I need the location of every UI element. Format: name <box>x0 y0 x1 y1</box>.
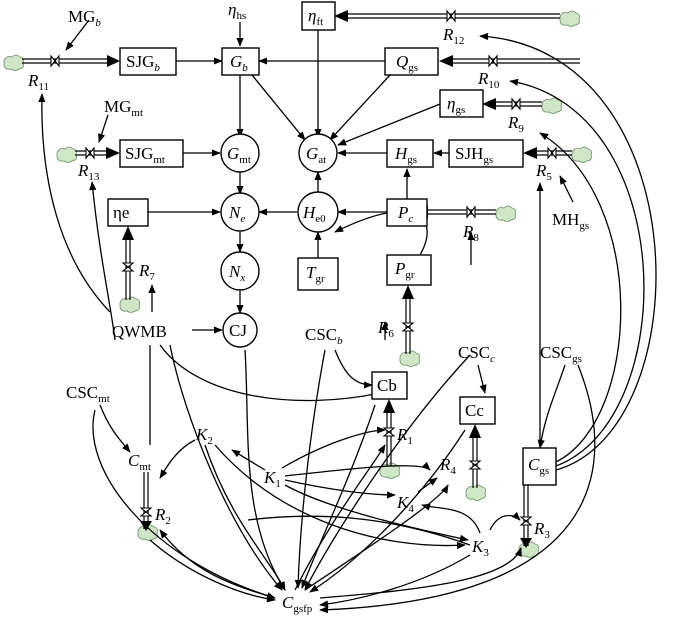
valve-icon <box>401 322 415 332</box>
label-eta-gs: ηgs <box>447 94 465 116</box>
label-nx: Nx <box>228 262 245 284</box>
valve-icon <box>488 54 498 68</box>
label-eta-ft: ηft <box>308 6 323 28</box>
valve-icon <box>511 97 521 111</box>
valve-icon <box>121 262 135 272</box>
label-cb: Cb <box>377 376 397 395</box>
box-eta-gs <box>439 89 484 118</box>
label-gat: Gat <box>306 144 326 166</box>
label-cgs: Cgs <box>528 455 549 477</box>
circle-gmt <box>220 133 260 173</box>
label-r11: R11 <box>27 71 49 93</box>
box-cc <box>459 396 496 425</box>
flow-pipes <box>22 9 580 548</box>
label-k2: K2 <box>195 425 213 447</box>
valve-icon <box>466 205 476 219</box>
label-r4: R4 <box>439 455 456 477</box>
labels: MGb ηhs ηft R12 SJGb Gb Qgs R11 R10 ηgs … <box>27 0 589 615</box>
label-hgs: Hgs <box>394 144 417 166</box>
label-r13: R13 <box>77 161 100 183</box>
label-sjhgs: SJHgs <box>455 144 493 166</box>
label-r12: R12 <box>442 25 464 47</box>
label-cscc: CSCc <box>458 343 495 365</box>
cloud-icon <box>119 296 140 313</box>
label-qgs: Qgs <box>396 52 418 74</box>
circle-he0 <box>297 191 339 233</box>
label-gb: Gb <box>230 52 248 74</box>
cloud-icon <box>518 541 539 558</box>
label-cmt: Cmt <box>128 451 151 473</box>
label-pgr: Pgr <box>394 259 415 281</box>
cloud-icon <box>465 484 486 501</box>
label-r9: R9 <box>507 113 524 135</box>
label-k1: K1 <box>263 468 281 490</box>
label-cj: CJ <box>229 321 247 340</box>
label-pc: Pc <box>397 203 413 225</box>
valve-icon <box>468 460 482 470</box>
label-qwmb: QWMB <box>112 322 167 341</box>
label-eta-hs: ηhs <box>228 0 246 22</box>
box-qgs <box>384 47 439 76</box>
valve-icon <box>519 516 533 526</box>
cloud-icon <box>495 205 516 222</box>
box-cgs <box>522 447 557 486</box>
cloud-icon <box>571 146 592 163</box>
valve-icon <box>85 146 95 160</box>
valve-icon <box>50 54 60 68</box>
valve-icon <box>547 146 557 160</box>
label-cc: Cc <box>465 401 484 420</box>
label-k3: K3 <box>471 537 489 559</box>
box-pc <box>386 198 428 227</box>
cloud-icon <box>559 10 580 27</box>
circles <box>220 133 339 348</box>
box-sjhgs <box>448 139 524 168</box>
valve-icon <box>382 427 396 437</box>
cloud-icon <box>399 350 420 367</box>
valve-icon <box>446 9 456 23</box>
circle-nx <box>220 251 260 291</box>
box-eta-e <box>107 198 149 227</box>
box-gb <box>221 47 260 76</box>
label-r10: R10 <box>477 69 500 91</box>
label-cscb: CSCb <box>305 325 343 347</box>
label-he0: He0 <box>302 203 326 225</box>
label-sjgmt: SJGmt <box>125 144 165 166</box>
box-eta-ft <box>301 1 336 31</box>
label-r5: R5 <box>535 161 552 183</box>
label-gmt: Gmt <box>227 144 251 166</box>
label-mgmt: MGmt <box>104 97 143 119</box>
cloud-icon <box>541 97 562 114</box>
label-eta-e: ηe <box>113 203 129 222</box>
label-cscgs: CSCgs <box>540 343 582 365</box>
label-r3: R3 <box>533 519 550 541</box>
label-r7: R7 <box>138 261 155 283</box>
box-sjgb <box>119 47 177 76</box>
label-r8: R8 <box>462 222 479 244</box>
label-cgsfp: Cgsfp <box>282 593 313 615</box>
label-r2: R2 <box>154 505 171 527</box>
circle-gat <box>298 133 338 173</box>
circle-ne <box>220 192 260 232</box>
box-cb <box>371 371 408 400</box>
circle-cj <box>222 312 258 348</box>
box-sjgmt <box>119 139 184 168</box>
label-mgb: MGb <box>68 7 101 29</box>
valve-icon <box>139 507 153 517</box>
label-tgr: Tgr <box>306 263 325 285</box>
label-mhgs: MHgs <box>552 210 589 232</box>
box-hgs <box>386 139 434 168</box>
label-cscmt: CSCmt <box>66 383 110 405</box>
label-sjgb: SJGb <box>126 52 160 74</box>
label-r6: R6 <box>377 318 394 340</box>
boxes <box>107 1 557 486</box>
label-r1: R1 <box>396 425 413 447</box>
cloud-icon <box>3 54 24 71</box>
causal-links <box>38 19 657 614</box>
label-ne: Ne <box>228 203 245 225</box>
cloud-icon <box>56 146 77 163</box>
box-pgr <box>386 254 432 286</box>
box-tgr <box>297 257 339 291</box>
label-k4: K4 <box>396 493 414 515</box>
